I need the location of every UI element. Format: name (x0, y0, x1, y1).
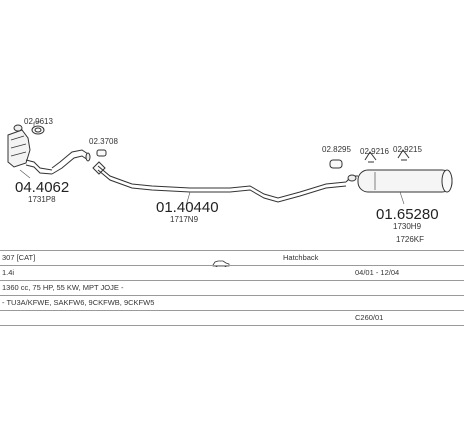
middle-pipe-code: 01.40440 (156, 199, 219, 216)
engine-cell: 1.4i (2, 268, 15, 277)
body-type-cell: Hatchback (283, 253, 319, 262)
clamp-02-3708-part (92, 149, 107, 175)
rubber-hangers-part (329, 149, 410, 169)
table-row: 1360 cc, 75 HP, 55 KW, MPT JOJE - (0, 280, 464, 296)
specs-cell: 1360 cc, 75 HP, 55 KW, MPT JOJE - (2, 283, 124, 292)
catalytic-converter-ref: 1731P8 (28, 195, 56, 204)
catalog-cell: C260/01 (355, 313, 384, 322)
gasket-02-9613-part (31, 125, 45, 135)
table-row: 307 [CAT] Hatchback (0, 250, 464, 267)
table-bottom-border (0, 325, 464, 326)
rear-silencer-code: 01.65280 (376, 206, 439, 223)
model-cell: 307 [CAT] (2, 253, 36, 262)
gasket-code-label: 02.9613 (24, 117, 53, 126)
rear-silencer-part (345, 169, 453, 193)
hanger-code-label-1: 02.8295 (322, 145, 351, 154)
rear-silencer-ref: 1730H9 (393, 222, 422, 231)
middle-pipe-part (97, 165, 347, 203)
hanger-code-label-2: 02.9216 (360, 147, 389, 156)
catalytic-converter-code: 04.4062 (15, 179, 70, 196)
exhaust-system-diagram (7, 121, 453, 207)
table-row: C260/01 (0, 310, 464, 326)
clamp-code-label: 02.3708 (89, 137, 118, 146)
hanger-code-label-3: 02.9215 (393, 145, 422, 154)
table-row: 1.4i 04/01 - 12/04 (0, 265, 464, 281)
rear-silencer-ref-2: 1726KF (396, 235, 425, 244)
years-cell: 04/01 - 12/04 (355, 268, 400, 277)
catalytic-converter-part (7, 121, 91, 175)
table-row: - TU3A/KFWE, SAKFW6, 9CKFWB, 9CKFW5 (0, 295, 464, 311)
middle-pipe-ref: 1717N9 (170, 215, 199, 224)
engine-codes-cell: - TU3A/KFWE, SAKFW6, 9CKFWB, 9CKFW5 (2, 298, 155, 307)
